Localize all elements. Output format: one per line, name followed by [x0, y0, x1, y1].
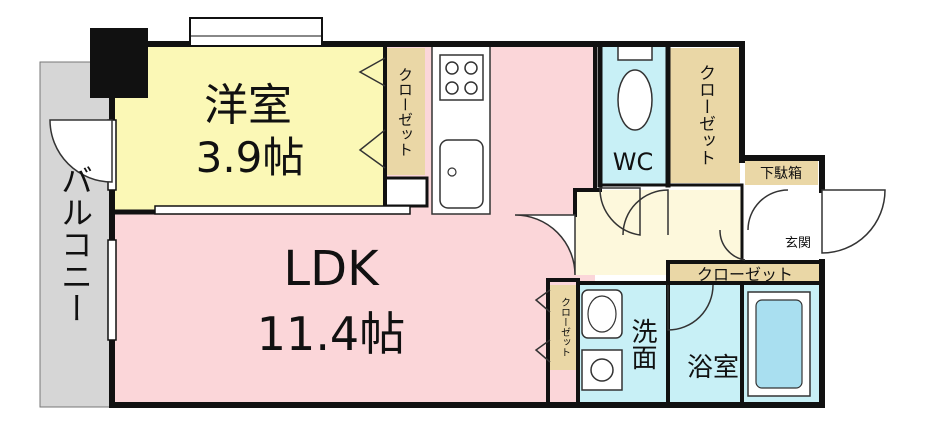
stove-icon [439, 54, 484, 101]
closet-western-label: クローゼット [396, 67, 414, 157]
bathtub-water [755, 299, 803, 389]
washing-machine-icon [581, 349, 623, 391]
shoe-box [745, 160, 818, 185]
closet-ldk [550, 285, 578, 370]
shoe-box-label: 下駄箱 [760, 166, 802, 182]
structural-column [90, 28, 148, 98]
top-window [189, 17, 323, 47]
closet-wc [670, 48, 740, 183]
ldk-name: LDK [283, 241, 380, 297]
doors [49, 119, 886, 331]
sink-icon [439, 139, 484, 209]
western-room-area [115, 44, 385, 212]
fridge-space [383, 176, 429, 208]
bathroom-label: 浴室 [687, 353, 739, 383]
ldk-size: 11.4帖 [257, 307, 405, 361]
balcony-label: バルコニー [56, 164, 94, 324]
closet-wc-label: クローゼット [695, 64, 715, 166]
western-room-name: 洋室 [204, 80, 292, 131]
entrance-area [742, 190, 820, 260]
western-room-size: 3.9帖 [196, 133, 305, 182]
washroom-label: 洗面 [627, 318, 657, 370]
wc-label: WC [613, 148, 654, 176]
closet-door-marks [358, 57, 551, 363]
closet-western [385, 48, 425, 175]
closet-hall-label: クローゼット [697, 265, 793, 284]
closet-hall [670, 263, 820, 285]
balcony-window-lower [107, 239, 117, 341]
sliding-partition [154, 205, 411, 215]
closet-ldk-label: クローゼット [559, 297, 571, 357]
entrance-label: 玄関 [785, 236, 811, 251]
toilet-bowl-icon [617, 69, 653, 131]
